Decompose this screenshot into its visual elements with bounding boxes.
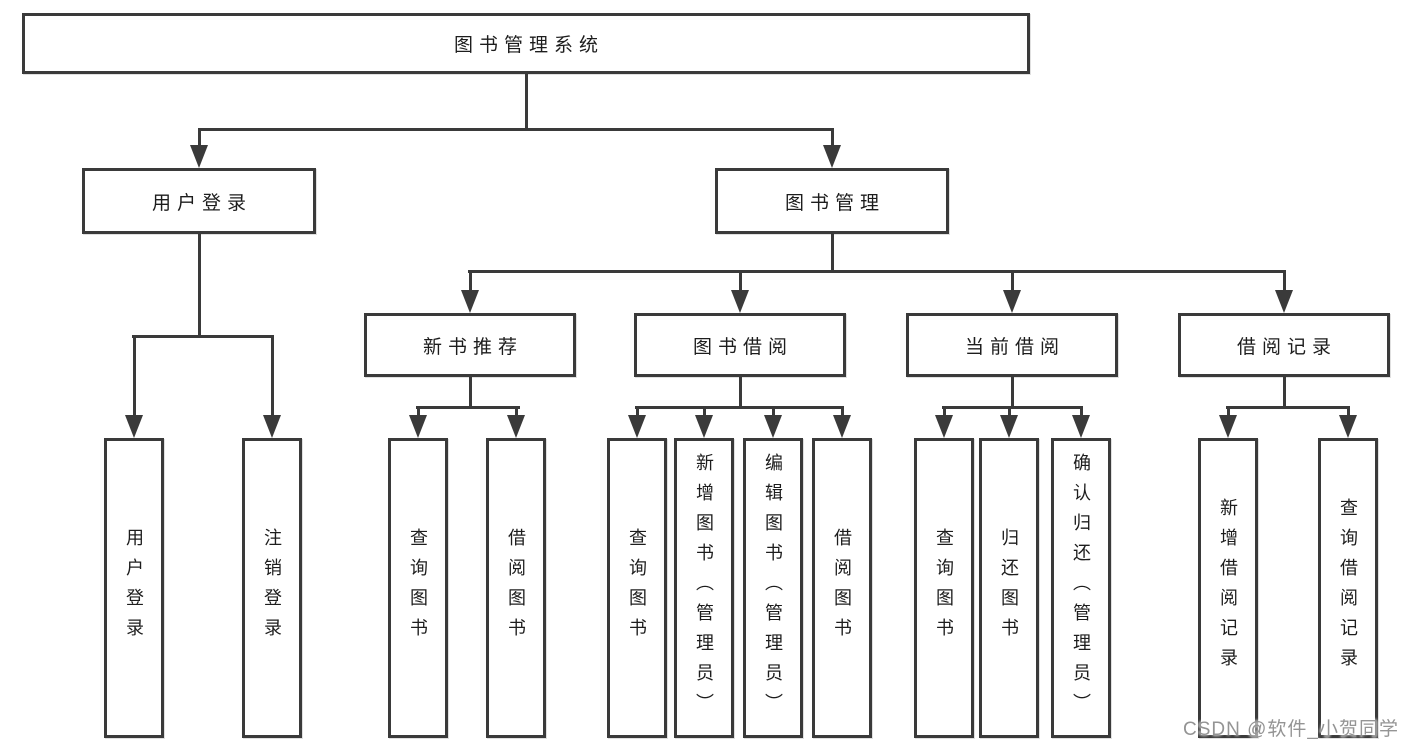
leaf-borrow-edit-book-admin: 编辑图书（管理员） bbox=[743, 438, 803, 738]
arrow-down-icon bbox=[1275, 290, 1293, 313]
connector-book-management-trunk bbox=[831, 234, 834, 273]
connector-stem-leaf bbox=[1227, 406, 1230, 417]
arrow-down-icon bbox=[731, 290, 749, 313]
connector-stem-leaf-logout bbox=[271, 335, 274, 417]
leaf-label: 归还图书 bbox=[999, 528, 1019, 648]
arrow-down-icon bbox=[190, 145, 208, 168]
connector-stem-leaf bbox=[636, 406, 639, 417]
connector-stem-leaf bbox=[703, 406, 706, 417]
leaf-label: 借阅图书 bbox=[506, 528, 526, 648]
connector-current-borrow-trunk bbox=[1011, 377, 1014, 408]
connector-stem-user-login bbox=[198, 128, 201, 146]
leaf-borrow-add-book-admin: 新增图书（管理员） bbox=[674, 438, 734, 738]
leaf-newbook-borrow-book: 借阅图书 bbox=[486, 438, 546, 738]
connector-stem-new-book bbox=[469, 270, 472, 292]
node-label: 用户登录 bbox=[151, 192, 252, 214]
connector-stem-leaf bbox=[515, 406, 518, 417]
arrow-down-icon bbox=[833, 415, 851, 438]
leaf-label: 新增借阅记录 bbox=[1218, 498, 1238, 678]
leaf-current-confirm-return-admin: 确认归还（管理员） bbox=[1051, 438, 1111, 738]
node-library-management-system: 图书管理系统 bbox=[22, 13, 1030, 74]
arrow-down-icon bbox=[823, 145, 841, 168]
leaf-newbook-query-book: 查询图书 bbox=[388, 438, 448, 738]
leaf-label: 查询图书 bbox=[934, 528, 954, 648]
arrow-down-icon bbox=[935, 415, 953, 438]
connector-stem-book-borrow bbox=[739, 270, 742, 292]
node-label: 图书管理 bbox=[784, 192, 885, 214]
connector-stem-leaf bbox=[1080, 406, 1083, 417]
leaf-borrow-query-book: 查询图书 bbox=[607, 438, 667, 738]
leaf-label: 查询借阅记录 bbox=[1338, 498, 1358, 678]
leaf-label: 确认归还（管理员） bbox=[1071, 453, 1091, 723]
csdn-watermark: CSDN @软件_小贺同学 bbox=[1183, 719, 1399, 740]
connector-stem-leaf bbox=[1347, 406, 1350, 417]
connector-stem-leaf bbox=[841, 406, 844, 417]
arrow-down-icon bbox=[507, 415, 525, 438]
connector-stem-book-management bbox=[831, 128, 834, 146]
connector-borrow-records-branch bbox=[1226, 406, 1350, 409]
leaf-label: 查询图书 bbox=[408, 528, 428, 648]
node-book-management: 图书管理 bbox=[715, 168, 949, 234]
connector-stem-leaf bbox=[772, 406, 775, 417]
node-label: 新书推荐 bbox=[422, 336, 523, 358]
connector-new-book-trunk bbox=[469, 377, 472, 408]
node-label: 当前借阅 bbox=[964, 336, 1065, 358]
arrow-down-icon bbox=[1003, 290, 1021, 313]
arrow-down-icon bbox=[1000, 415, 1018, 438]
node-label: 图书管理系统 bbox=[453, 35, 604, 56]
node-new-book-recommend: 新书推荐 bbox=[364, 313, 576, 377]
connector-stem-borrow-records bbox=[1283, 270, 1286, 292]
connector-user-login-branch bbox=[132, 335, 274, 338]
leaf-label: 查询图书 bbox=[627, 528, 647, 648]
arrow-down-icon bbox=[764, 415, 782, 438]
connector-stem-current-borrow bbox=[1011, 270, 1014, 292]
connector-book-borrow-branch bbox=[635, 406, 844, 409]
leaf-current-return-book: 归还图书 bbox=[979, 438, 1039, 738]
leaf-label: 编辑图书（管理员） bbox=[763, 453, 783, 723]
connector-new-book-branch bbox=[416, 406, 520, 409]
node-book-borrow: 图书借阅 bbox=[634, 313, 846, 377]
arrow-down-icon bbox=[461, 290, 479, 313]
node-label: 图书借阅 bbox=[692, 336, 793, 358]
arrow-down-icon bbox=[628, 415, 646, 438]
node-current-borrow: 当前借阅 bbox=[906, 313, 1118, 377]
arrow-down-icon bbox=[1072, 415, 1090, 438]
connector-current-borrow-branch bbox=[942, 406, 1083, 409]
connector-book-management-branch bbox=[468, 270, 1286, 273]
node-borrow-records: 借阅记录 bbox=[1178, 313, 1390, 377]
leaf-user-login: 用户登录 bbox=[104, 438, 164, 738]
leaf-logout: 注销登录 bbox=[242, 438, 302, 738]
arrow-down-icon bbox=[263, 415, 281, 438]
node-user-login: 用户登录 bbox=[82, 168, 316, 234]
leaf-label: 借阅图书 bbox=[832, 528, 852, 648]
connector-stem-leaf-user-login bbox=[133, 335, 136, 417]
connector-stem-leaf bbox=[1008, 406, 1011, 417]
arrow-down-icon bbox=[125, 415, 143, 438]
leaf-label: 注销登录 bbox=[262, 528, 282, 648]
leaf-current-query-book: 查询图书 bbox=[914, 438, 974, 738]
connector-root-trunk bbox=[525, 74, 528, 131]
connector-book-borrow-trunk bbox=[739, 377, 742, 408]
arrow-down-icon bbox=[409, 415, 427, 438]
connector-user-login-trunk bbox=[198, 234, 201, 338]
connector-root-branch bbox=[198, 128, 834, 131]
connector-stem-leaf bbox=[943, 406, 946, 417]
leaf-label: 用户登录 bbox=[124, 528, 144, 648]
leaf-label: 新增图书（管理员） bbox=[694, 453, 714, 723]
arrow-down-icon bbox=[1219, 415, 1237, 438]
arrow-down-icon bbox=[695, 415, 713, 438]
leaf-borrow-borrow-book: 借阅图书 bbox=[812, 438, 872, 738]
connector-stem-leaf bbox=[417, 406, 420, 417]
leaf-records-add-borrow-record: 新增借阅记录 bbox=[1198, 438, 1258, 738]
arrow-down-icon bbox=[1339, 415, 1357, 438]
connector-borrow-records-trunk bbox=[1283, 377, 1286, 408]
leaf-records-query-borrow-record: 查询借阅记录 bbox=[1318, 438, 1378, 738]
node-label: 借阅记录 bbox=[1236, 336, 1337, 358]
